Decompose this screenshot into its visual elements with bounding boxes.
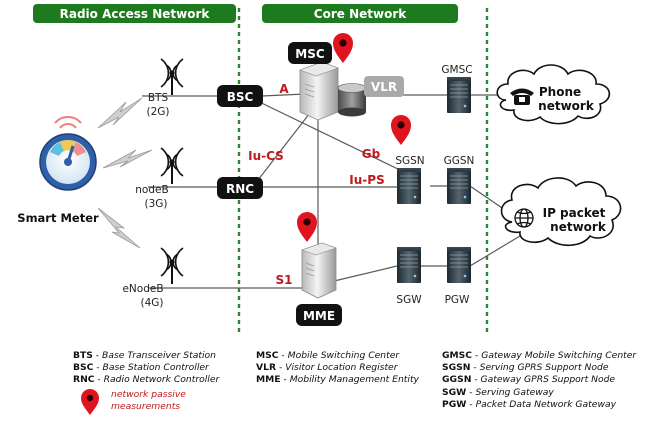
nodeb-antenna-icon	[160, 147, 184, 185]
legend-desc: Gateway Mobile Switching Center	[481, 350, 637, 361]
legend-col-core: MSC - Mobile Switching Center VLR - Visi…	[256, 350, 419, 387]
ggsn-label: GGSN	[444, 155, 475, 167]
wireless-bolts	[97, 97, 153, 249]
pgw-server-icon	[446, 246, 472, 284]
legend-pin-line1: network passive	[111, 389, 186, 401]
ip-network-line1: IP packet	[543, 206, 606, 220]
sgw-label: SGW	[396, 294, 422, 306]
interface-iucs-label: Iu-CS	[248, 149, 284, 163]
legend-desc: Mobile Switching Center	[287, 350, 400, 361]
legend-desc: Base Transceiver Station	[102, 350, 216, 361]
globe-icon	[514, 208, 534, 228]
legend-desc: Base Station Controller	[102, 362, 209, 374]
legend-abbr: SGW	[442, 386, 467, 398]
enodeb-label: eNodeB	[122, 283, 163, 295]
vlr-node	[364, 76, 404, 97]
interface-s1-label: S1	[276, 273, 293, 287]
legend-desc: Radio Network Controller	[103, 374, 220, 386]
legend-item: SGW - Serving Gateway	[442, 386, 554, 398]
msc-server-icon	[299, 61, 339, 121]
sgsn-server-icon	[396, 167, 422, 205]
legend-item: RNC - Radio Network Controller	[73, 374, 220, 386]
phone-network-cloud	[496, 64, 611, 125]
legend-pin-line2: measurements	[111, 401, 186, 413]
legend-item: MME - Mobility Management Entity	[256, 374, 419, 386]
mme-server-icon	[301, 242, 337, 299]
bts-antenna-icon	[160, 58, 184, 96]
legend-item: GGSN - Gateway GPRS Support Node	[442, 374, 616, 386]
enodeb-antenna-icon	[160, 247, 184, 285]
interface-iups-label: Iu-PS	[349, 173, 384, 187]
legend-abbr: RNC	[73, 374, 95, 386]
legend-abbr: GGSN	[442, 374, 472, 386]
pgw-label: PGW	[445, 294, 470, 306]
ran-header: Radio Access Network	[60, 7, 211, 21]
legend-abbr: BSC	[73, 362, 94, 374]
legend-abbr: GMSC	[442, 350, 473, 361]
legend-desc: Mobility Management Entity	[289, 374, 419, 386]
bts-label: BTS	[148, 92, 169, 104]
msc-node	[288, 42, 332, 64]
vlr-label: VLR	[371, 80, 397, 94]
phone-icon	[510, 88, 534, 105]
msc-measurement-pin-icon	[333, 33, 353, 63]
interface-gb-label: Gb	[362, 147, 381, 161]
msc-label: MSC	[295, 47, 325, 61]
mme-measurement-pin-icon	[297, 212, 317, 242]
legend-desc: Serving GPRS Support Node	[479, 362, 609, 374]
legend-item: BSC - Base Station Controller	[73, 362, 209, 374]
legend-desc: Packet Data Network Gateway	[475, 398, 617, 410]
mme-node	[296, 304, 342, 326]
smart-meter-icon	[39, 116, 97, 191]
legend-pin-desc2: measurements	[111, 401, 181, 413]
legend-desc: Serving Gateway	[475, 386, 554, 398]
legend-pin-desc1: network passive	[111, 389, 186, 400]
ip-network-line2: network	[550, 220, 607, 234]
legend-item: PGW - Packet Data Network Gateway	[442, 398, 617, 410]
legend-item: MSC - Mobile Switching Center	[256, 350, 400, 361]
sgsn-measurement-pin-icon	[391, 115, 411, 145]
legend-desc: Visitor Location Register	[285, 362, 398, 374]
bsc-node	[217, 85, 263, 107]
legend-item: VLR - Visitor Location Register	[256, 362, 398, 374]
legend-item: BTS - Base Transceiver Station	[73, 350, 216, 361]
ran-header-bg	[33, 4, 236, 23]
legend-item: GMSC - Gateway Mobile Switching Center	[442, 350, 637, 361]
phone-network-line2: network	[538, 99, 595, 113]
ggsn-server-icon	[446, 167, 472, 205]
legend-abbr: PGW	[442, 398, 467, 410]
legend-pin-icon	[81, 389, 99, 415]
bts-generation: (2G)	[146, 106, 169, 118]
legend-abbr: MSC	[256, 350, 279, 361]
mme-label: MME	[303, 309, 335, 323]
nodeb-label: nodeB	[135, 184, 168, 196]
smart-meter-label: Smart Meter	[17, 211, 99, 225]
sgsn-label: SGSN	[395, 155, 424, 167]
legend-col-ran: BTS - Base Transceiver Station BSC - Bas…	[73, 350, 219, 387]
rnc-node	[217, 177, 263, 199]
legend-pin-text: network passive measurements	[111, 389, 186, 413]
legend-abbr: VLR	[256, 362, 277, 374]
legend-abbr: MME	[256, 374, 281, 386]
gmsc-label: GMSC	[441, 64, 472, 76]
nodeb-generation: (3G)	[144, 198, 167, 210]
rnc-label: RNC	[226, 182, 254, 196]
legend-desc: Gateway GPRS Support Node	[480, 374, 616, 386]
core-header-bg	[262, 4, 458, 23]
legend-col-gateways: GMSC - Gateway Mobile Switching Center S…	[442, 350, 636, 411]
phone-network-line1: Phone	[539, 85, 581, 99]
vlr-disk-icon	[337, 83, 367, 117]
sgw-server-icon	[396, 246, 422, 284]
legend-abbr: SGSN	[442, 362, 471, 374]
core-header: Core Network	[314, 7, 407, 21]
bsc-label: BSC	[227, 90, 254, 104]
ip-network-cloud	[500, 177, 622, 247]
interface-a-label: A	[279, 82, 289, 96]
legend-abbr: BTS	[73, 350, 93, 361]
gmsc-server-icon	[446, 76, 472, 114]
legend-item: SGSN - Serving GPRS Support Node	[442, 362, 609, 374]
enodeb-generation: (4G)	[140, 297, 163, 309]
